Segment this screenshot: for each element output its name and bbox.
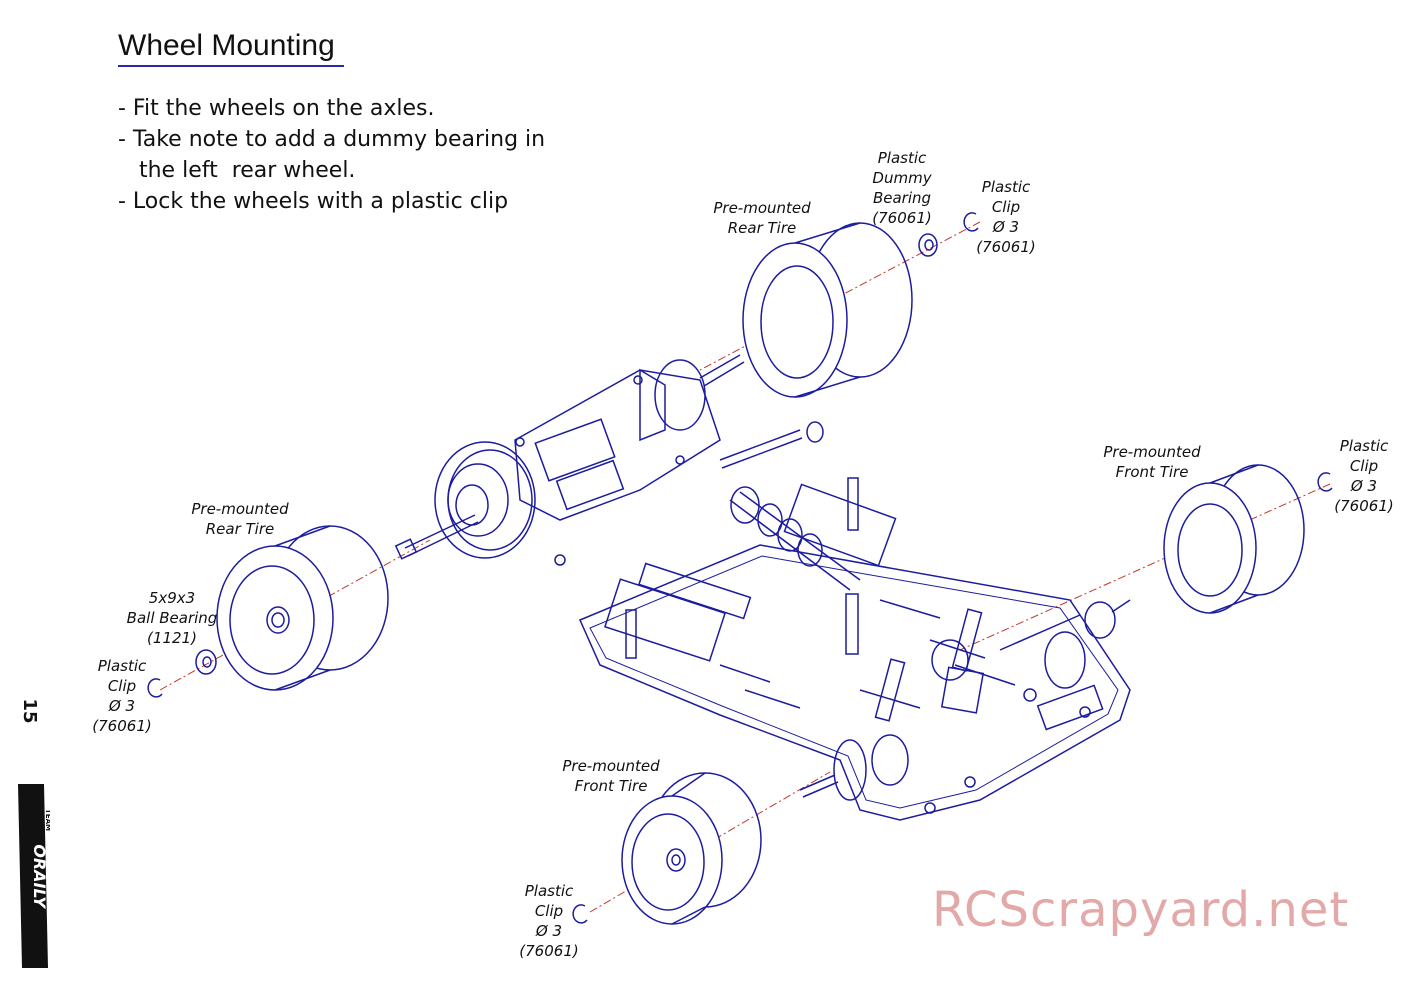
instruction-step-2-continued: the left rear wheel.: [118, 158, 356, 183]
screw: [964, 776, 976, 788]
rear-left-axis-line: [159, 539, 431, 691]
svg-text:ORAILY: ORAILY: [30, 844, 49, 909]
chassis-plate: [579, 544, 1131, 821]
small-parts: [147, 212, 1333, 924]
plastic-clip-front-right: [1317, 472, 1333, 492]
plastic-clip-front-bottom: [572, 904, 588, 924]
front-left-axis-line: [589, 771, 831, 913]
front-suspension: [799, 599, 1131, 814]
plastic-clip-rear-top: [963, 212, 979, 232]
front-right-spring: [1044, 631, 1086, 689]
front-tire-bottom: [621, 772, 762, 925]
dummy-bearing: [918, 233, 938, 257]
screw: [633, 375, 643, 385]
screw: [1079, 706, 1091, 718]
link-rod: [719, 429, 801, 461]
rear-tire-top: [742, 222, 913, 398]
posts: [625, 477, 983, 722]
rear-axle: [394, 354, 745, 560]
page-number: 15: [19, 698, 40, 724]
rear-tire-left: [216, 525, 389, 691]
front-tire-right: [1163, 464, 1305, 614]
instruction-step-3: - Lock the wheels with a plastic clip: [118, 189, 509, 214]
screw: [675, 455, 685, 465]
steering-servo-saver: [931, 639, 969, 681]
team-oraily-logo: ORAILY TEAM: [18, 784, 50, 968]
chassis-slot: [719, 664, 771, 683]
chassis-slot: [954, 664, 1016, 686]
front-right-axis-line: [959, 483, 1331, 651]
ball-bearing: [195, 649, 217, 675]
battery-slot-2: [638, 562, 752, 620]
plastic-clip-rear-left: [147, 678, 163, 698]
battery-slot-1: [604, 578, 726, 662]
watermark: RCScrapyard.net: [932, 882, 1350, 938]
chassis-slot: [879, 599, 941, 619]
screw: [1023, 688, 1037, 702]
rear-pod: [514, 368, 721, 566]
front-right-knuckle: [1084, 601, 1116, 639]
front-left-spring: [871, 734, 909, 786]
chassis-slot: [859, 689, 921, 709]
chassis-slot: [744, 689, 801, 709]
wheel-hub: [666, 848, 686, 872]
screw: [515, 437, 525, 447]
rear-hub: [654, 359, 706, 431]
page-title: Wheel Mounting: [118, 29, 335, 62]
instruction-step-1: - Fit the wheels on the axles.: [118, 96, 435, 121]
screw: [554, 554, 566, 566]
svg-text:TEAM: TEAM: [44, 809, 50, 831]
screw: [924, 802, 936, 814]
title-underline: [118, 65, 344, 67]
wheel-hub: [266, 606, 290, 634]
front-left-knuckle: [833, 739, 867, 801]
instruction-step-2: - Take note to add a dummy bearing in: [118, 127, 546, 152]
